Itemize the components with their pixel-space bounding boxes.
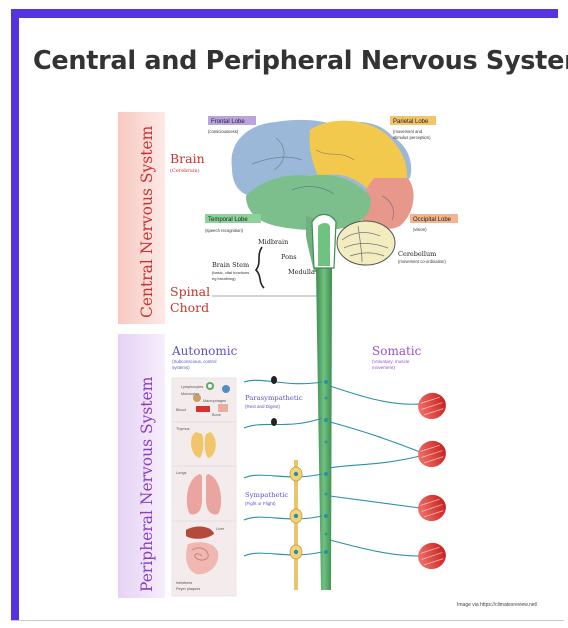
parasympathetic-label: Parasympathetic <box>245 394 303 402</box>
spinal-label-1: Spinal <box>170 284 210 299</box>
parietal-sublabel-1: (movement and <box>393 129 423 134</box>
thymus-label: Thymus <box>176 427 190 431</box>
ganglion <box>271 418 277 426</box>
sympathetic-ganglia <box>290 467 302 559</box>
cerebellum-label: Cerebellum <box>398 250 436 258</box>
monocyte-cell <box>222 385 230 393</box>
brain-stem-brace <box>256 247 264 288</box>
brain-stem-sublabel-2: eg breathing) <box>212 276 236 281</box>
autonomic-sublabel-1: (Subconscious, control <box>172 359 216 364</box>
cerebellum-sublabel: (movement co-ordination) <box>398 259 446 264</box>
macrophages-label: Macrophages <box>203 399 226 403</box>
somatic-label: Somatic <box>372 344 422 358</box>
liver-label: Liver <box>216 527 225 531</box>
parasympathetic-sublabel: (Rest and Digest) <box>245 404 281 409</box>
brain-label: Brain <box>170 151 205 166</box>
autonomic-label: Autonomic <box>171 344 238 358</box>
ganglion <box>271 376 277 384</box>
lymphocytes-label: Lymphocytes <box>181 385 203 389</box>
brain-stem-sublabel-1: (basic, vital functions <box>212 270 249 275</box>
spinal-label-2: Chord <box>170 300 209 315</box>
bone-label: Bone <box>212 413 221 417</box>
somatic-nerves <box>330 386 420 556</box>
image-credit: Image via https://climatesreview.net/ <box>457 602 538 608</box>
medulla-label: Medulla <box>288 268 315 276</box>
sympathetic-sublabel: (Fight or Flight) <box>245 501 276 506</box>
pons-label: Pons <box>281 253 297 261</box>
midbrain-label: Midbrain <box>258 238 288 246</box>
autonomic-sublabel-2: systems) <box>172 365 190 370</box>
monocytes-label: Monocytes <box>181 392 199 396</box>
pns-side-label: Peripheral Nervous System <box>138 376 156 592</box>
blood-label: Blood <box>176 408 186 412</box>
frontal-sublabel: (consciousness) <box>208 129 239 134</box>
spinal-cord-top-fill <box>318 223 330 266</box>
muscle-fiber <box>415 491 450 524</box>
cns-side-label: Central Nervous System <box>138 125 156 318</box>
brain-sublabel: (Cerebrum) <box>170 167 200 174</box>
lungs-label: Lungs <box>176 471 186 475</box>
peyer-label: Peyer plaques <box>176 587 200 591</box>
muscles <box>415 389 450 572</box>
muscle-fiber <box>415 389 450 422</box>
intestines-label: Intestines <box>176 581 192 585</box>
somatic-sublabel-2: movement) <box>372 365 395 370</box>
sympathetic-label: Sympathetic <box>245 491 288 499</box>
parietal-label: Parietal Lobe <box>393 119 429 125</box>
bone-marrow <box>218 404 228 412</box>
spinal-cord <box>316 268 332 590</box>
organ-panel: Lymphocytes Monocytes Macrophages Blood … <box>172 378 236 596</box>
muscle-fiber <box>415 437 450 470</box>
somatic-sublabel-1: (Voluntary, muscle <box>372 359 410 364</box>
occipital-label: Occipital Lobe <box>413 217 452 223</box>
muscle-fiber <box>415 539 450 572</box>
brain-stem-label: Brain Stem <box>212 261 249 269</box>
temporal-label: Temporal Lobe <box>208 217 248 223</box>
frontal-label: Frontal Lobe <box>211 119 245 125</box>
parietal-sublabel-2: stimulus perception) <box>393 135 431 140</box>
occipital-sublabel: (vision) <box>413 227 427 232</box>
temporal-sublabel: (speech recognition) <box>205 228 244 233</box>
blood-vessel <box>196 406 210 412</box>
